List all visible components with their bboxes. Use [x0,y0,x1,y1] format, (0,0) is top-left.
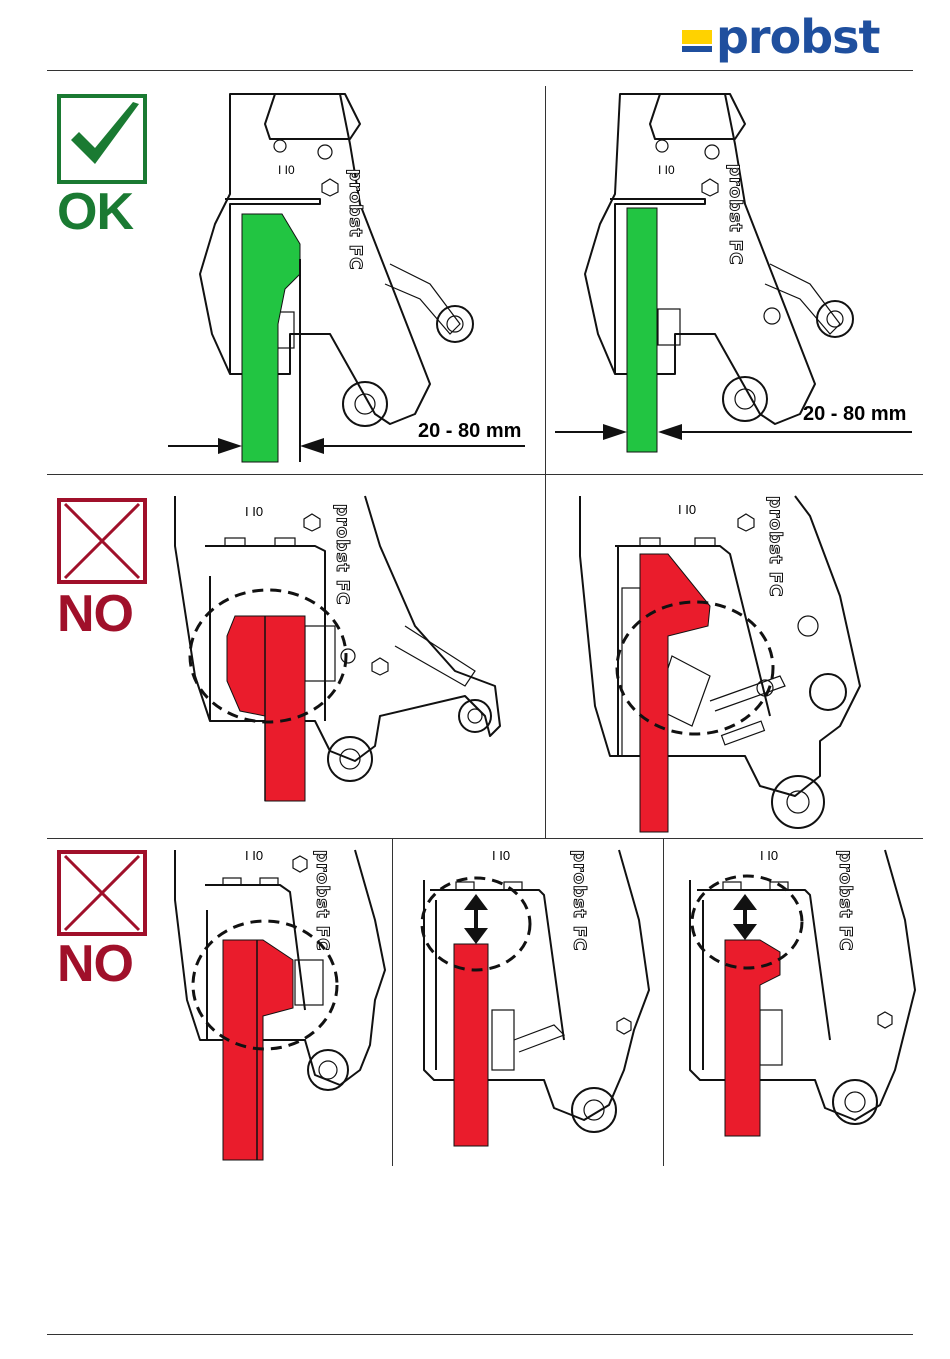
dimension-label: 20 - 80 mm [418,420,521,443]
no-diagram-4: probst FC I I0 [394,840,662,1166]
verdict-no: NO [57,938,133,990]
dimension-label: 20 - 80 mm [803,403,906,426]
brand-label: probst FC [312,850,332,952]
brand-label: probst FC [765,496,785,598]
marking-label: I I0 [492,848,510,863]
red-plate [725,940,780,1136]
row3-divider-b [663,838,664,1166]
red-plate [640,554,710,832]
red-plate [227,616,305,801]
brand-label: probst FC [569,850,589,952]
row3-divider-a [392,838,393,1166]
no-diagram-1: probst FC I I0 [165,476,535,838]
marking-label: I I0 [760,848,778,863]
row1-divider [545,86,546,474]
brand-label: probst FC [725,164,745,266]
green-plate [242,214,300,462]
row-separator-2 [47,838,923,839]
row2-divider [545,474,546,838]
marking-label: I I0 [658,163,675,177]
no-diagram-3: probst FC I I0 [165,840,390,1166]
marking-label: I I0 [245,848,263,863]
no-diagram-5: probst FC I I0 [665,840,923,1166]
brand-label: probst FC [345,169,365,271]
header-rule [47,70,913,71]
ok-diagram-1: probst FC I I0 [160,84,540,474]
verdict-ok: OK [57,186,133,238]
row-separator-1 [47,474,923,475]
no-diagram-2: probst FC I I0 [570,476,940,838]
footer-rule [47,1334,913,1335]
marking-label: I I0 [245,504,263,519]
marking-label: I I0 [278,163,295,177]
brand-label: probst FC [332,504,352,606]
cross-icon [57,850,147,936]
brand-label: probst FC [835,850,855,952]
red-plate [454,944,488,1146]
logo-text: probst [716,12,880,62]
logo-mark-icon [682,30,712,52]
marking-label: I I0 [678,502,696,517]
green-plate [627,208,657,452]
cross-icon [57,498,147,584]
checkmark-icon [57,94,147,184]
verdict-no: NO [57,588,133,640]
